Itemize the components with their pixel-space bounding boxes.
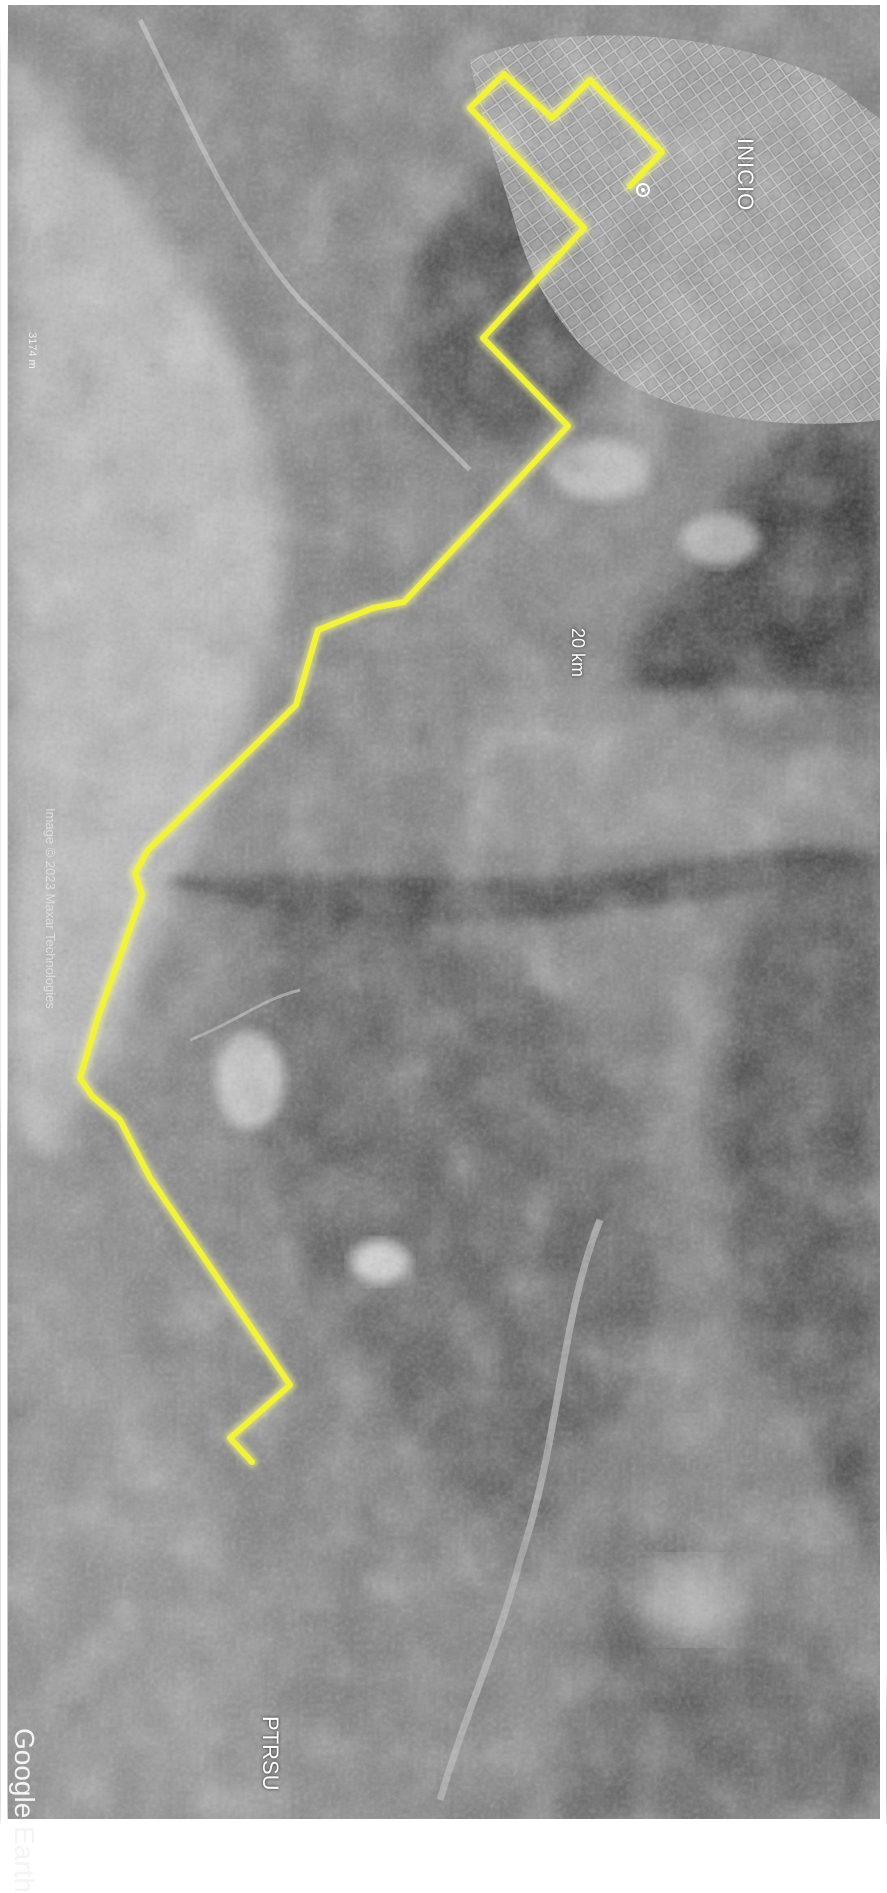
attribution-text: Image © 2023 Maxar Technologies	[43, 808, 58, 1009]
location-pin-icon[interactable]	[636, 183, 650, 197]
map-border	[1, 0, 886, 1824]
start-label: INICIO	[733, 138, 758, 212]
route-line	[74, 68, 668, 1468]
satellite-map[interactable]	[0, 0, 887, 1824]
satellite-imagery	[8, 4, 881, 1822]
google-earth-logo: Google Earth	[9, 1728, 40, 1893]
scale-label: 3174 m	[26, 332, 38, 369]
distance-label: 20 km	[568, 628, 588, 678]
route-path	[77, 71, 665, 1465]
end-label: PTRSU	[258, 1716, 283, 1791]
